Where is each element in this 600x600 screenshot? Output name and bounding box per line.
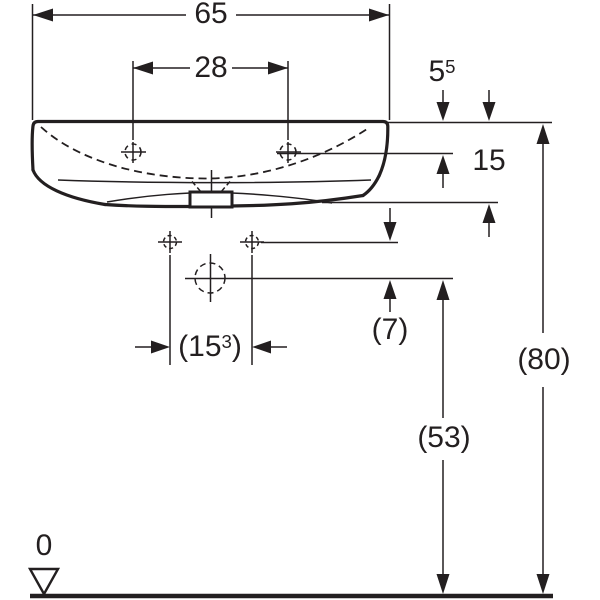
- dim-fixing-spacing-sup: 3: [221, 331, 232, 353]
- dim-front-height: 15: [472, 144, 506, 177]
- drain-fitting: [188, 190, 234, 209]
- dim-rim-to-taphole-main: 5: [428, 55, 446, 88]
- extension-lines: [31, 4, 552, 365]
- dim-taphole-spacing: 28: [194, 51, 228, 84]
- dim-rim-height: (80): [517, 343, 571, 376]
- tap-hole-left-icon: [121, 142, 146, 163]
- dimension-lines: [33, 14, 544, 576]
- dim-fixing-spacing-post: ): [231, 330, 242, 363]
- dim-fixing-hole-spacing: (153): [178, 332, 242, 362]
- dim-fixing-to-outlet: (7): [371, 313, 409, 346]
- fixing-hole-left-icon: [158, 231, 182, 253]
- tap-hole-right-icon: [276, 142, 301, 163]
- dim-fixing-spacing-pre: (15: [178, 330, 222, 363]
- dim-overall-width: 65: [194, 0, 228, 30]
- arrowheads: [33, 8, 550, 594]
- datum-triangle-icon: [27, 567, 61, 597]
- dim-rim-to-taphole-sup: 5: [445, 56, 456, 78]
- basin-outline: [30, 119, 390, 209]
- dim-floor-datum: 0: [35, 529, 53, 562]
- dim-rim-to-taphole: 55: [428, 57, 455, 87]
- dim-outlet-height: (53): [417, 421, 471, 454]
- outlet-hole-icon: [194, 262, 226, 294]
- fixing-hole-right-icon: [240, 231, 264, 253]
